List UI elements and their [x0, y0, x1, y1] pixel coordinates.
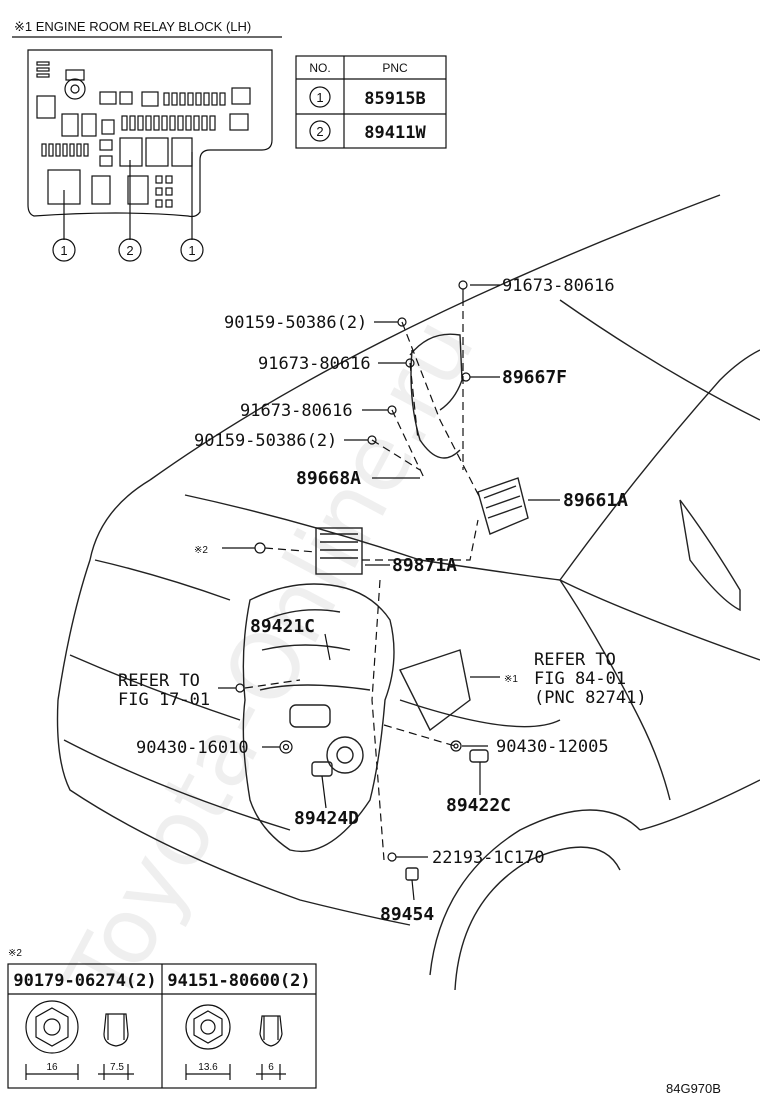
leader-lines — [218, 284, 560, 901]
pnc-row-no: 1 — [316, 90, 323, 105]
pnc-header-pnc: PNC — [382, 61, 408, 75]
fastener-table: 90179-06274(2) 94151-80600(2) 16 7.5 — [7, 963, 317, 1089]
svg-text:2: 2 — [126, 243, 133, 258]
sensor-89422C — [469, 749, 489, 763]
dim-a: 13.6 — [198, 1062, 218, 1073]
svg-text:1: 1 — [60, 243, 67, 258]
label-90430-16010: 90430-16010 — [136, 738, 249, 758]
pnc-row-no: 2 — [316, 124, 323, 139]
label-refer-right-2: FIG 84-01 — [534, 669, 626, 689]
label-89871A: 89871A — [392, 555, 457, 576]
label-89422C: 89422C — [446, 795, 511, 816]
label-91673-80616-c: 91673-80616 — [240, 401, 353, 421]
relay-callout-1b: 1 — [180, 238, 204, 262]
label-89667F: 89667F — [502, 367, 567, 388]
vehicle-outline — [56, 194, 760, 991]
nut-icon — [185, 1004, 231, 1050]
relay-block-drawing — [27, 49, 273, 240]
fastener-part-94151: 94151-80600(2) — [167, 971, 310, 991]
svg-text:1: 1 — [188, 243, 195, 258]
pnc-row-pnc: 85915B — [364, 89, 425, 109]
pnc-table: NO. PNC 1 85915B 2 89411W — [295, 55, 447, 149]
relay-block-title: ※1 ENGINE ROOM RELAY BLOCK (LH) — [14, 19, 251, 34]
label-90430-12005: 90430-12005 — [496, 737, 609, 757]
label-90159-50386-a: 90159-50386(2) — [224, 313, 367, 333]
label-refer-right-3: (PNC 82741) — [534, 688, 647, 708]
dim-b: 6 — [268, 1062, 274, 1073]
label-89661A: 89661A — [563, 490, 628, 511]
relay-callout-2: 2 — [118, 238, 142, 262]
ecu-89661A — [477, 477, 529, 535]
fastener-table-mark: ※2 — [8, 948, 22, 959]
dim-a: 16 — [46, 1062, 58, 1073]
label-mark-2: ※2 — [194, 545, 208, 556]
installation-lines — [244, 298, 481, 861]
label-90159-50386-b: 90159-50386(2) — [194, 431, 337, 451]
bracket-right — [399, 649, 471, 732]
label-22193-1C170: 22193-1C170 — [432, 848, 545, 868]
dim-b: 7.5 — [110, 1062, 124, 1073]
label-89421C: 89421C — [250, 616, 315, 637]
label-89668A: 89668A — [296, 468, 361, 489]
pnc-header-no: NO. — [309, 61, 330, 75]
engine-assembly — [242, 583, 395, 853]
label-refer-right-1: REFER TO — [534, 650, 616, 670]
nut-icon — [25, 1000, 79, 1054]
nut-side-icon — [103, 1013, 129, 1047]
label-refer-left-1: REFER TO — [118, 671, 200, 691]
pnc-row-pnc: 89411W — [364, 123, 426, 143]
label-mark-1: ※1 — [504, 674, 518, 685]
label-91673-80616-b: 91673-80616 — [258, 354, 371, 374]
label-89424D: 89424D — [294, 808, 359, 829]
ecu-bracket — [409, 333, 463, 459]
nut-side-icon — [259, 1015, 283, 1047]
label-91673-80616-top: 91673-80616 — [502, 276, 615, 296]
relay-callout-1a: 1 — [52, 238, 76, 262]
label-refer-left-2: FIG 17-01 — [118, 690, 210, 710]
sensor-89454 — [405, 867, 419, 881]
figure-code: 84G970B — [666, 1081, 721, 1096]
label-89454: 89454 — [380, 904, 434, 925]
relay-box-89871A — [315, 527, 363, 575]
fastener-part-90179: 90179-06274(2) — [13, 971, 156, 991]
